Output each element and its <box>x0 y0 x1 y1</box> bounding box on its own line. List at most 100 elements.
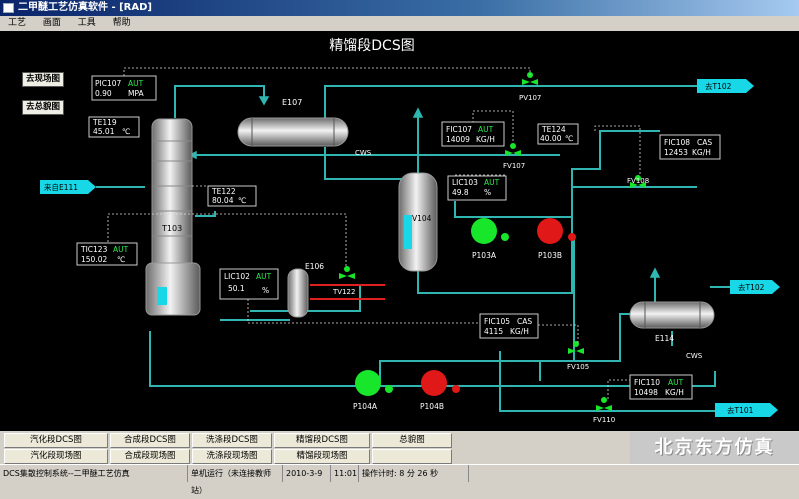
menu-screen[interactable]: 画面 <box>42 18 61 28</box>
lic102-value: 50.1 <box>228 284 245 293</box>
menu-help[interactable]: 帮助 <box>112 18 131 28</box>
menu-process[interactable]: 工艺 <box>8 18 27 28</box>
p104b-label: P104B <box>420 402 444 411</box>
lic102-tag: LIC102 <box>224 272 250 281</box>
pic107-mode: AUT <box>128 79 144 88</box>
fic108-unit: KG/H <box>692 148 711 157</box>
brand-logo: 北京东方仿真 <box>630 432 799 464</box>
fic105-tag: FIC105 <box>484 317 510 326</box>
te119-value: 45.01 <box>93 127 115 136</box>
p103a-label: P103A <box>472 251 497 260</box>
pic107-value: 0.90 <box>95 89 112 98</box>
nav-washing-field[interactable]: 洗涤段现场图 <box>192 449 272 464</box>
process-diagram: 精馏段DCS图 <box>40 38 780 424</box>
drum-v104: V104 <box>398 172 438 272</box>
cws-e114-label: CWS <box>686 352 703 360</box>
exchanger-e106: E106 <box>287 262 324 318</box>
flow-arrows <box>188 96 661 278</box>
te119-unit: ℃ <box>122 127 130 136</box>
fic108-mode: CAS <box>697 138 712 147</box>
to-t102-mid-label: 去T102 <box>738 282 765 292</box>
hot-lines <box>310 284 385 300</box>
valve-fv110[interactable]: FV110 <box>593 397 615 424</box>
goto-field-button[interactable]: 去现场图 <box>22 72 64 87</box>
tic123-unit: ℃ <box>117 255 125 264</box>
nav-vaporization-field[interactable]: 汽化段现场图 <box>4 449 108 464</box>
nav-rectification-dcs[interactable]: 精馏段DCS图 <box>274 433 370 448</box>
column-t103: T103 <box>145 118 201 316</box>
fv110-label: FV110 <box>593 416 615 424</box>
valve-fv105[interactable]: FV105 <box>567 341 589 371</box>
instrument-fic108[interactable]: FIC108 CAS 12453 KG/H <box>659 134 721 160</box>
pic107-unit: MPA <box>128 89 145 98</box>
fic107-unit: KG/H <box>476 135 495 144</box>
status-mode: 单机运行（未连接教师站） <box>188 465 283 495</box>
e114-label: E114 <box>655 334 674 343</box>
instrument-fic110[interactable]: FIC110 AUT 10498 KG/H <box>629 374 693 400</box>
pump-p103b[interactable]: P103B <box>537 218 576 260</box>
pump-p104b[interactable]: P104B <box>420 370 460 411</box>
te124-tag: TE124 <box>541 125 566 134</box>
te124-value: 40.00 <box>540 134 562 143</box>
status-system: DCS集散控制系统--二甲醚工艺仿真 <box>0 465 188 482</box>
fic110-mode: AUT <box>668 378 684 387</box>
valve-tv122[interactable]: TV122 <box>332 266 355 296</box>
goto-overview-button[interactable]: 去总貌图 <box>22 100 64 115</box>
tic123-value: 150.02 <box>81 255 107 264</box>
lic102-mode: AUT <box>256 272 272 281</box>
lic103-tag: LIC103 <box>452 178 478 187</box>
valve-fv108[interactable]: FV108 <box>627 175 649 188</box>
valve-fv107[interactable]: FV107 <box>503 143 525 170</box>
title-bar: 二甲醚工艺仿真软件 - [RAD] <box>0 0 799 16</box>
te122-tag: TE122 <box>211 187 236 196</box>
t103-label: T103 <box>161 224 182 233</box>
nav-empty[interactable] <box>372 449 452 464</box>
stream-from-e111: 来自E111 <box>40 180 96 194</box>
nav-rectification-field[interactable]: 精馏段现场图 <box>274 449 370 464</box>
status-date: 2010-3-9 <box>283 465 331 482</box>
nav-synthesis-dcs[interactable]: 合成段DCS图 <box>110 433 190 448</box>
fic107-value: 14009 <box>446 135 470 144</box>
fic105-unit: KG/H <box>510 327 529 336</box>
fic108-tag: FIC108 <box>664 138 690 147</box>
instrument-lic103[interactable]: LIC103 AUT 49.8 % <box>447 175 507 201</box>
p104a-label: P104A <box>353 402 378 411</box>
stream-to-t101: 去T101 <box>715 403 778 417</box>
status-bar: DCS集散控制系统--二甲醚工艺仿真 单机运行（未连接教师站） 2010-3-9… <box>0 464 799 495</box>
stream-to-t102-mid: 去T102 <box>730 280 780 294</box>
instrument-fic105[interactable]: FIC105 CAS 4115 KG/H <box>479 313 539 339</box>
pump-p104a[interactable]: P104A <box>353 370 393 411</box>
pv107-label: PV107 <box>519 94 541 102</box>
status-timer: 操作计时: 8 分 26 秒 <box>359 465 469 482</box>
lic103-unit: % <box>484 188 491 197</box>
nav-overview[interactable]: 总貌图 <box>372 433 452 448</box>
te124-unit: ℃ <box>565 134 573 143</box>
p103b-label: P103B <box>538 251 562 260</box>
window-title: 二甲醚工艺仿真软件 - [RAD] <box>18 2 152 13</box>
fv105-label: FV105 <box>567 363 589 371</box>
fic110-value: 10498 <box>634 388 658 397</box>
fv108-label: FV108 <box>627 177 649 185</box>
tv122-label: TV122 <box>332 288 355 296</box>
instrument-fic107[interactable]: FIC107 AUT 14009 KG/H <box>441 121 505 147</box>
nav-synthesis-field[interactable]: 合成段现场图 <box>110 449 190 464</box>
lic103-mode: AUT <box>484 178 500 187</box>
tic123-mode: AUT <box>113 245 129 254</box>
fic108-value: 12453 <box>664 148 688 157</box>
instrument-lic102[interactable]: LIC102 AUT 50.1 % <box>219 268 279 300</box>
pipes <box>96 85 740 412</box>
lic102-unit: % <box>262 286 269 295</box>
instrument-pic107[interactable]: PIC107 AUT 0.90 MPA <box>91 75 157 101</box>
exchanger-e114: E114 CWS <box>629 301 715 360</box>
menu-tools[interactable]: 工具 <box>77 18 96 28</box>
nav-washing-dcs[interactable]: 洗涤段DCS图 <box>192 433 272 448</box>
nav-vaporization-dcs[interactable]: 汽化段DCS图 <box>4 433 108 448</box>
pump-p103a[interactable]: P103A <box>471 218 509 260</box>
fic107-mode: AUT <box>478 125 494 134</box>
te122-unit: ℃ <box>238 196 246 205</box>
cws-e107-label: CWS <box>355 149 372 157</box>
app-icon <box>3 3 14 13</box>
instrument-tic123[interactable]: TIC123 AUT 150.02 ℃ <box>76 242 138 266</box>
fv107-label: FV107 <box>503 162 525 170</box>
